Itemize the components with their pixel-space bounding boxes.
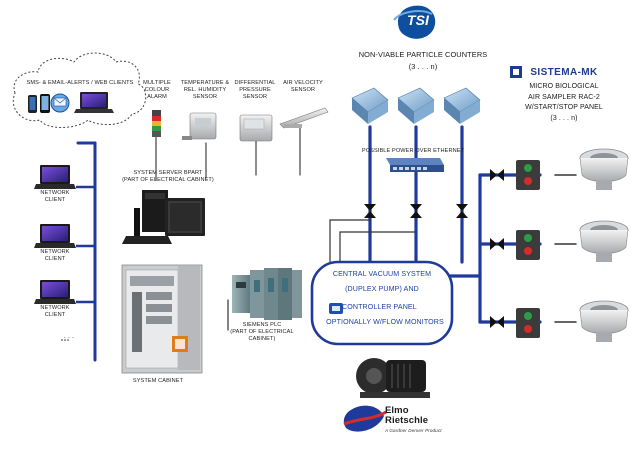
start-stop-panel-icon [516,160,540,190]
valve-icon [364,204,468,218]
air-velocity-label: AIR VELOCITY SENSOR [283,80,323,93]
siemens-plc-icon [232,268,302,320]
air-sampler-head-icon [579,220,629,262]
vacuum-pump-icon [356,358,430,398]
email-icon [50,93,70,113]
server-icon [122,190,205,244]
cloud-shape [12,52,147,128]
network-client-label: NETWORK CLIENT [40,305,70,318]
particle-counters-title: NON-VIABLE PARTICLE COUNTERS [358,50,488,59]
vacuum-line-1: CENTRAL VACUUM SYSTEM [332,270,432,278]
sistema-mk-brand: SISTEMA-MK [530,67,598,78]
multi-colour-alarm-icon [152,110,161,137]
differential-pressure-sensor-icon [239,114,273,142]
tsi-logo-text: TSI [406,12,430,28]
network-client-laptop-icon [34,280,76,304]
temp-humidity-label: TEMPERATURE & REL. HUMIDITY SENSOR [180,80,230,100]
particle-counter-icon [443,87,481,124]
elmo-tagline: A Gardner Denver Product [385,428,442,433]
ethernet-switch-icon [386,158,444,172]
elmo-rietschle-logo [343,405,387,432]
air-sampler-head-icon [579,300,629,342]
plc-label: SIEMENS PLC (PART OF ELECTRICAL CABINET) [230,322,294,342]
air-velocity-sensor-icon [279,107,329,129]
system-cabinet-icon [121,264,203,374]
particle-counter-icon [397,87,435,124]
network-client-label: NETWORK CLIENT [40,190,70,203]
start-stop-panel-icon [516,308,540,338]
flow-monitor-icon [329,303,343,314]
more-clients-text: . . . [63,333,75,340]
network-client-label: NETWORK CLIENT [40,249,70,262]
sistema-mk-logo [510,66,522,78]
alarm-label: MULTIPLE COLOUR ALARM [143,80,171,100]
cloud-label: SMS- & EMAIL-ALERTS / WEB CLIENTS [26,80,134,86]
tsi-logo [393,5,436,39]
start-stop-panel-icon [516,230,540,260]
elmo-name-1: Elmo [385,405,409,416]
poe-label: POSSIBLE POWER OVER ETHERNET [361,148,465,154]
pressure-label: DIFFERENTIAL PRESSURE SENSOR [234,80,276,100]
laptop-icon [74,92,114,113]
vacuum-system-box [310,260,454,346]
particle-counter-icon [351,87,389,124]
sampler-valve-icon [490,169,504,328]
vacuum-line-4: OPTIONALLY W/FLOW MONITORS [326,318,444,326]
temperature-humidity-sensor-icon [182,112,217,140]
vacuum-line-2: (DUPLEX PUMP) AND [345,285,419,293]
network-client-laptop-icon [34,224,76,248]
elmo-name-2: Rietschle [385,415,429,426]
phone-icon [28,94,50,113]
sampler-label: MICRO BIOLOGICAL AIR SAMPLER RAC-2 W/STA… [525,83,603,111]
client-links [76,185,95,304]
air-sampler-head-icon [579,148,629,190]
sampler-count: (3 . . . n) [550,115,578,122]
particle-counters-count: (3 . . . n) [408,62,438,71]
more-clients-ellipsis [61,339,69,341]
email-label: Email [54,111,66,116]
server-label: SYSTEM SERVER BPART (PART OF ELECTRICAL … [122,170,214,183]
network-client-laptop-icon [34,165,76,189]
vacuum-line-3: CONTROLLER PANEL [342,303,417,311]
cabinet-label: SYSTEM CABINET [132,378,184,384]
